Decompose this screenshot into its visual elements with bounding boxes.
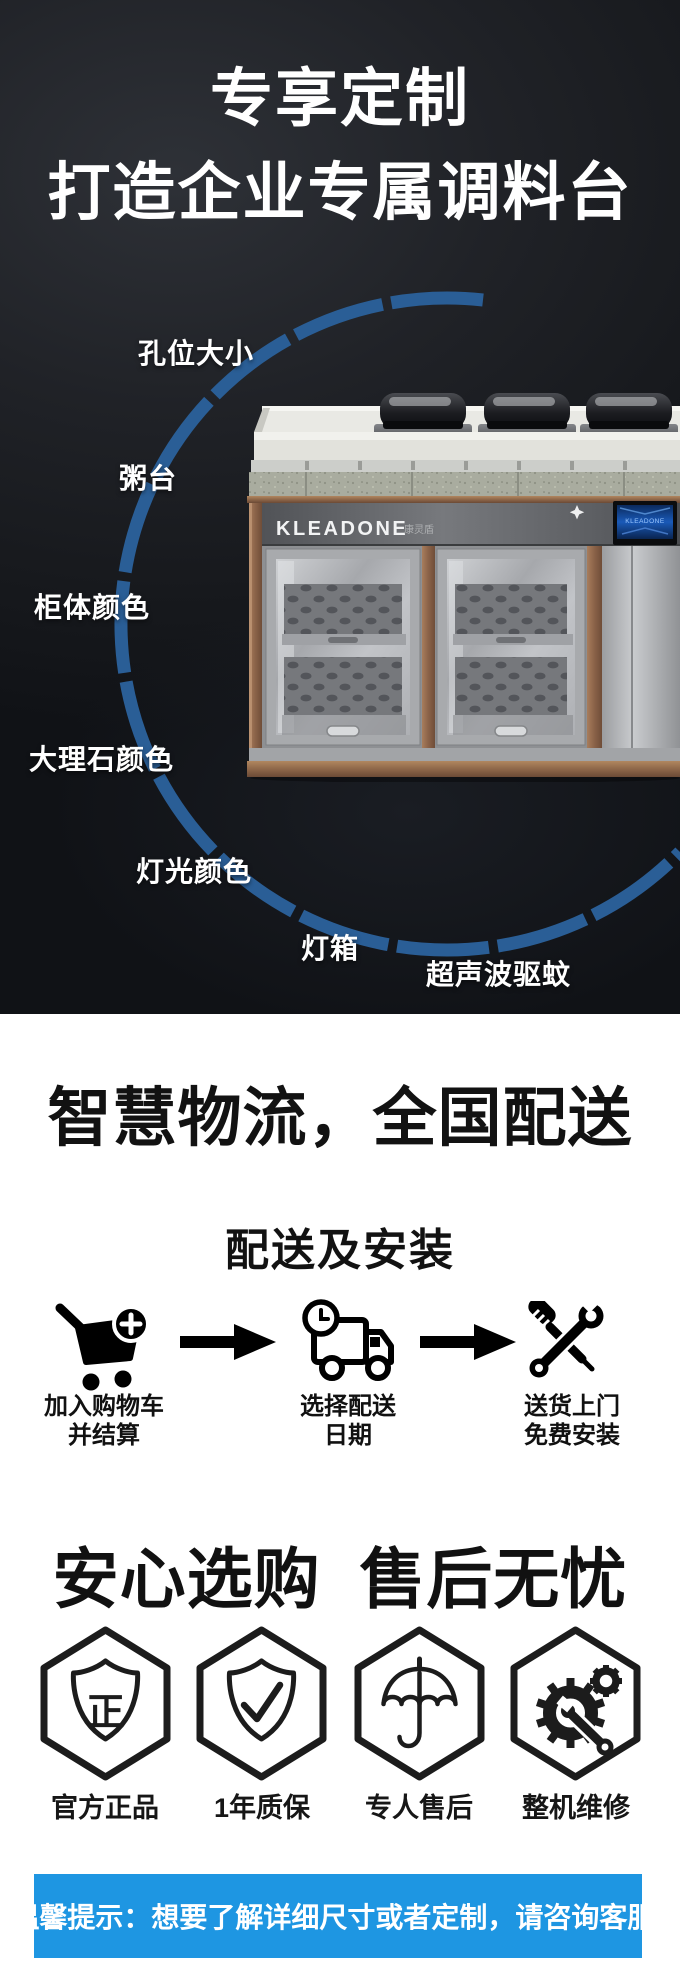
notice-bar: 温馨提示：想要了解详细尺寸或者定制，请咨询客服! bbox=[11, 1874, 665, 1958]
shield-check-icon bbox=[196, 1626, 327, 1781]
logistics-title: 智慧物流，全国配送 bbox=[47, 1082, 633, 1154]
step-caption-3: 送货上门 免费安装 bbox=[492, 1392, 652, 1450]
step1-line2: 并结算 bbox=[68, 1422, 140, 1449]
arrow-right-icon bbox=[180, 1324, 276, 1360]
copper-divider bbox=[422, 546, 435, 748]
badge-label-repair: 整机维修 bbox=[522, 1793, 630, 1823]
stainless-section bbox=[602, 546, 680, 748]
shield-genuine-icon: 正 bbox=[40, 1626, 171, 1781]
step2-line2: 日期 bbox=[324, 1422, 372, 1449]
gear-wrench-icon bbox=[510, 1626, 641, 1781]
dashed-circle-accent bbox=[114, 291, 680, 957]
feature-label-hole-size: 孔位大小 bbox=[138, 338, 255, 369]
feature-label-ultrasonic: 超声波驱蚊 bbox=[426, 959, 572, 990]
screen-brand-text: KLEADONE bbox=[625, 518, 665, 525]
step-caption-1: 加入购物车 并结算 bbox=[24, 1392, 184, 1450]
cabinet-door-right bbox=[436, 548, 586, 746]
badge-label-warranty: 1年质保 bbox=[213, 1793, 311, 1823]
genuine-glyph: 正 bbox=[86, 1692, 124, 1734]
door-handle-left bbox=[326, 725, 360, 737]
door-handle-right bbox=[494, 725, 528, 737]
hero-section: 专享定制 打造企业专属调料台 bbox=[0, 0, 680, 1014]
hero-title: 专享定制 打造企业专属调料台 bbox=[0, 52, 680, 240]
delivery-install-heading: 配送及安装 bbox=[225, 1226, 455, 1275]
brand-logo-cn-text: 康灵盾 bbox=[404, 523, 434, 536]
granite-deck bbox=[247, 460, 680, 503]
cabinet-brand-band: KLEADONE 康灵盾 KLEADONE bbox=[249, 501, 680, 546]
feature-label-marble-color: 大理石颜色 bbox=[29, 744, 175, 775]
install-tools-icon bbox=[528, 1301, 604, 1378]
umbrella-icon bbox=[354, 1626, 485, 1781]
hero-title-line2: 打造企业专属调料台 bbox=[47, 158, 633, 228]
step3-line1: 送货上门 bbox=[524, 1393, 620, 1420]
control-screen: KLEADONE bbox=[613, 501, 677, 545]
counter-slab bbox=[254, 408, 680, 460]
hero-title-line1: 专享定制 bbox=[210, 64, 470, 134]
feature-label-light-color: 灯光颜色 bbox=[136, 856, 253, 887]
product-image: KLEADONE 康灵盾 KLEADONE bbox=[247, 393, 680, 782]
notice-text: 温馨提示：想要了解详细尺寸或者定制，请咨询客服! bbox=[11, 1902, 665, 1933]
arrow-right-icon bbox=[420, 1324, 516, 1360]
step1-line1: 加入购物车 bbox=[44, 1393, 164, 1420]
cabinet-base bbox=[247, 748, 680, 777]
wrench bbox=[529, 1301, 604, 1378]
aftersales-title: 安心选购 售后无忧 bbox=[52, 1542, 628, 1616]
step2-line1: 选择配送 bbox=[300, 1393, 396, 1420]
add-to-cart-icon bbox=[55, 1303, 150, 1391]
feature-label-light-box: 灯箱 bbox=[301, 933, 360, 964]
step3-line2: 免费安装 bbox=[524, 1422, 620, 1449]
badge-label-genuine: 官方正品 bbox=[51, 1793, 159, 1823]
feature-label-porridge-station: 粥台 bbox=[119, 463, 178, 494]
delivery-truck-icon bbox=[302, 1299, 394, 1381]
copper-frame-left bbox=[249, 503, 262, 777]
copper-frame-right bbox=[587, 546, 602, 748]
badge-label-aftersales: 专人售后 bbox=[365, 1793, 473, 1823]
condiment-container-lids bbox=[374, 393, 678, 437]
step-caption-2: 选择配送 日期 bbox=[268, 1392, 428, 1450]
sparkle-icon bbox=[569, 505, 585, 520]
feature-label-cabinet-color: 柜体颜色 bbox=[34, 592, 151, 623]
brand-logo-text: KLEADONE bbox=[276, 518, 408, 540]
cabinet-door-left bbox=[265, 548, 421, 746]
